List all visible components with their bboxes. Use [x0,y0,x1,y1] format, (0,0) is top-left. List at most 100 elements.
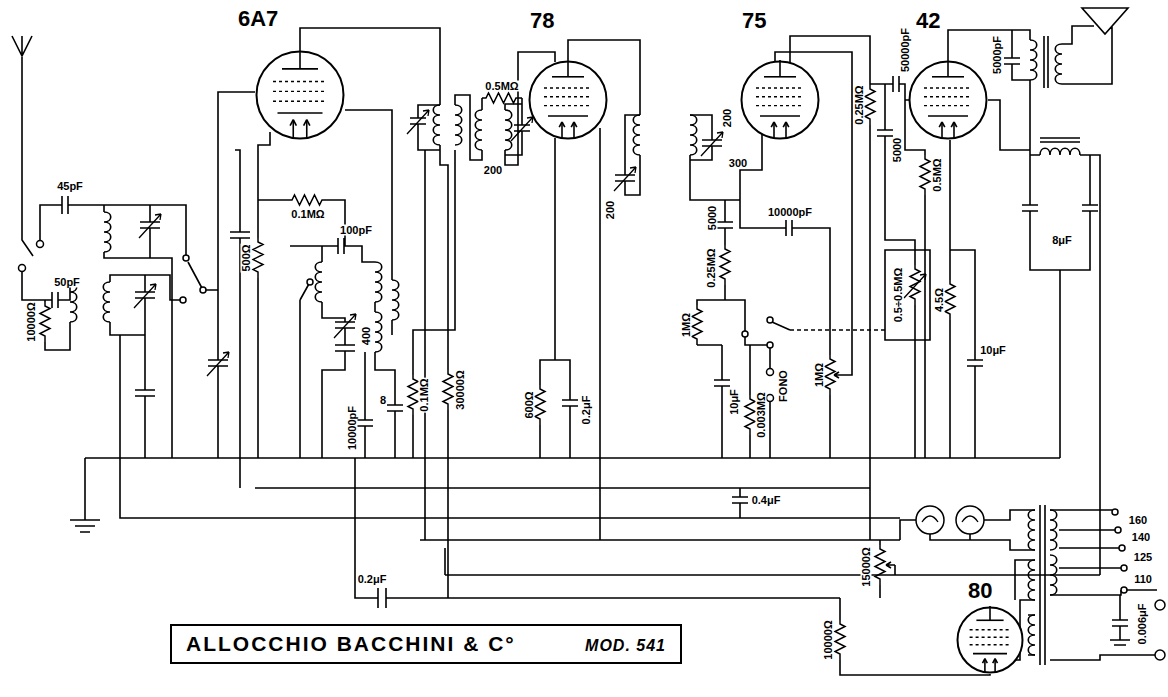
resistor-symbol [443,370,453,410]
tube-electrode [278,112,323,114]
resistor-symbol [825,355,835,395]
tube-electrode [976,619,1003,621]
coil [633,115,640,155]
tube-type: 78 [528,10,556,32]
vacuum-tube: 42 [908,60,988,140]
tube-symbol [740,60,820,140]
tube-symbol [956,606,1024,674]
tube-electrode [760,115,800,117]
coil [455,105,462,145]
tube-electrode [764,76,796,78]
coil [315,262,322,302]
coil [103,282,110,322]
tube-electrode [307,120,310,126]
tube-grid [544,96,592,97]
terminal [1155,650,1165,660]
tube-electrode [989,606,991,620]
terminal [183,255,189,261]
component-value: 0.1MΩ [290,209,325,220]
tube-grid [924,96,972,97]
component-value: FONO [778,369,789,403]
tube-electrode [293,120,296,126]
terminal [767,342,773,348]
component-value: 160 [1128,515,1148,526]
component-value: 5000 [892,137,903,163]
coil [1030,40,1037,80]
terminal [1121,587,1127,593]
resistor-symbol [865,85,875,125]
maker-name: ALLOCCHIO BACCHINI & C° [186,632,516,656]
component-value: 0.003MΩ [756,391,767,439]
tube-grid [756,96,804,97]
tuning-arrow [904,274,926,298]
tuning-arrow [511,117,533,141]
tube-grid [924,87,972,88]
component-value: 0.5÷0.5MΩ [893,267,904,324]
resistor-symbol [720,245,730,285]
component-value: 0.25MΩ [706,247,717,288]
resistor-symbol [945,280,955,320]
resistor-symbols [40,85,955,660]
tube-grid [756,87,804,88]
tube-grid [970,637,1011,638]
dial-lamp [916,506,944,534]
component-value: 110 [1133,574,1153,585]
terminal [307,279,313,285]
tube-symbol [528,60,608,140]
component-value: 50pF [53,277,81,288]
coil [1028,510,1035,550]
tube-electrode [574,122,577,127]
terminal [1155,600,1165,610]
component-value: 400 [361,326,372,346]
component-value: 0.1MΩ [419,377,430,412]
component-value: 100pF [339,225,373,236]
component-value: 8 [379,395,387,406]
terminal [1115,527,1121,533]
tube-electrode [567,60,569,77]
resistor-symbol [835,620,845,660]
tuning-arrow [407,110,429,134]
choke-coil [1040,148,1080,155]
switch-link [790,329,885,331]
component-value: 200 [722,108,733,128]
component-value: 10000pF [347,405,358,451]
vacuum-tube: 6A7 [255,50,345,140]
variable-capacitor-arrows [134,110,926,376]
tube-grid [756,105,804,106]
resistor-symbol [745,395,755,435]
terminal [19,265,26,272]
tuning-arrow [207,352,229,376]
coil [1050,555,1057,595]
dial-lamp [956,506,984,534]
tube-grid [924,105,972,106]
component-value: 10μF [729,388,740,416]
tuning-arrow [614,167,636,191]
coil [1028,615,1035,655]
resistor-symbol [253,238,263,278]
tube-type: 6A7 [236,8,280,30]
tube-grid [544,87,592,88]
tube-electrode [786,122,789,127]
tube-electrode [548,115,588,117]
model-number: MOD. 541 [585,637,666,655]
title-block: ALLOCCHIO BACCHINI & C° MOD. 541 [170,624,682,664]
component-value: 1MΩ [681,312,692,338]
terminals [19,241,1166,661]
tube-electrode [954,122,957,127]
coil [70,282,77,322]
tube-grid [544,105,592,106]
coil [104,212,111,252]
component-value: 140 [1131,532,1151,543]
tuning-arrow [334,314,356,338]
terminal [200,287,206,293]
component-value: 0.5MΩ [932,157,943,192]
component-value: 1MΩ [814,362,825,388]
coil [392,280,399,320]
coil [505,110,512,150]
tuning-arrow [701,132,723,156]
tube-type: 42 [914,10,942,32]
vacuum-tube: 80 [956,606,1024,674]
component-value: 5000pF [992,35,1003,75]
vacuum-tube: 75 [740,60,820,140]
resistor-symbol [910,265,920,305]
